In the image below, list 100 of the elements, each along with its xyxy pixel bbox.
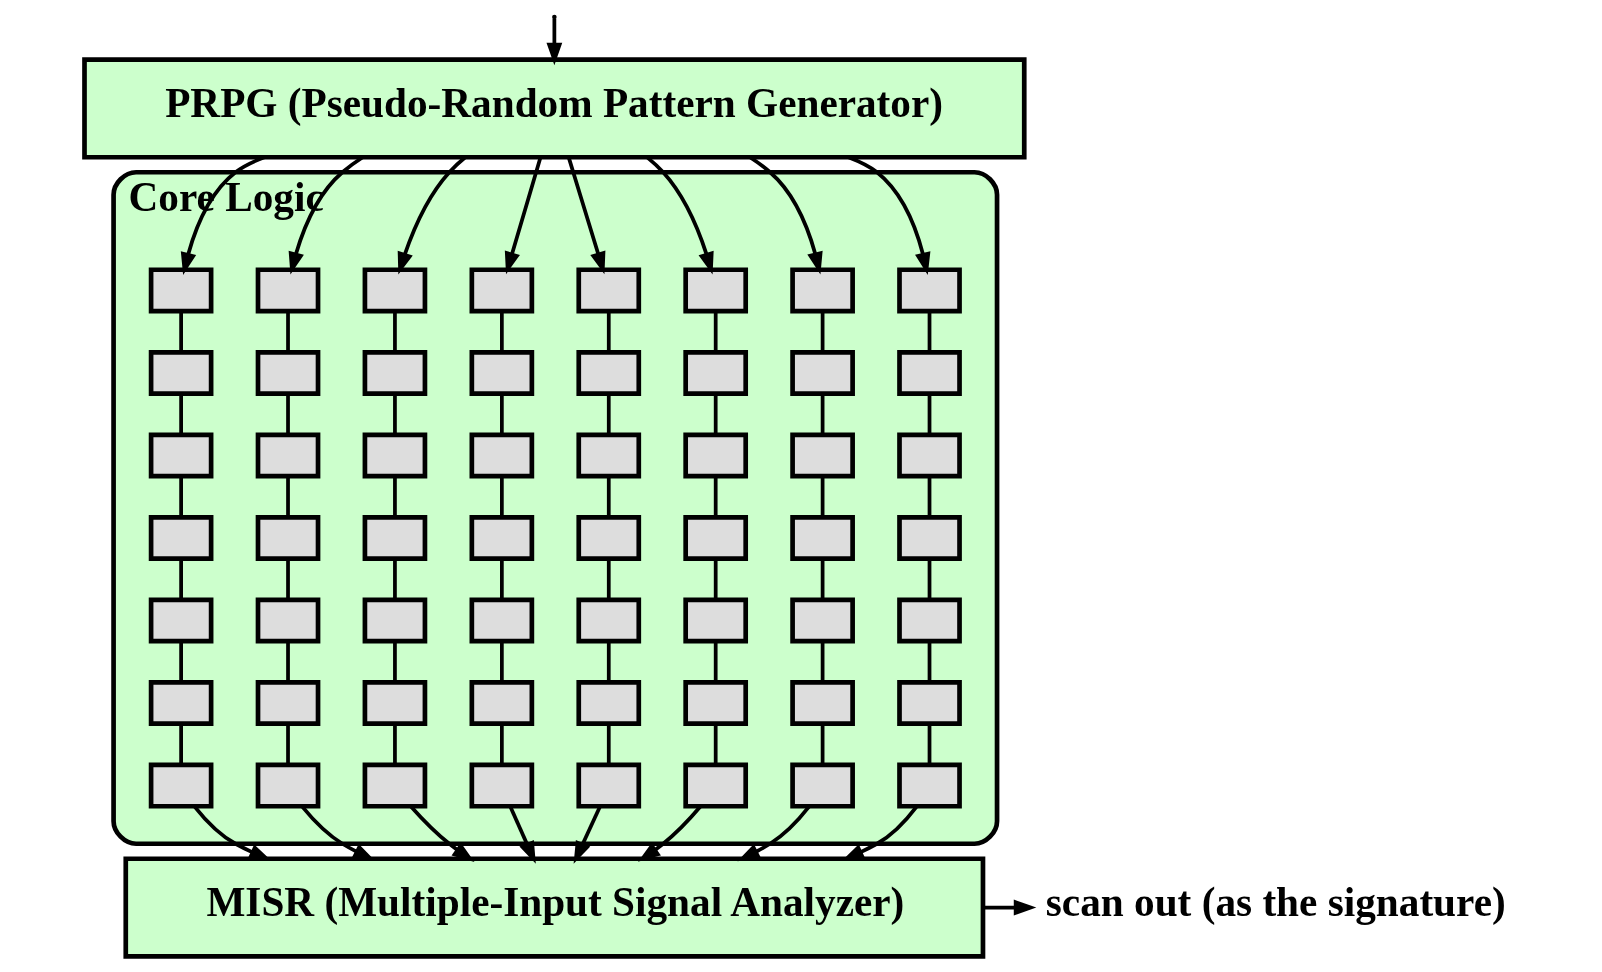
arrow xyxy=(573,805,602,864)
node-box xyxy=(682,349,748,396)
arrow xyxy=(736,805,810,862)
connector xyxy=(392,724,397,765)
node-box xyxy=(362,515,427,561)
node-box xyxy=(789,515,855,561)
node-box xyxy=(469,597,534,644)
node-box xyxy=(575,680,641,727)
arrow xyxy=(508,805,536,864)
connector xyxy=(820,558,824,600)
connector xyxy=(499,476,504,518)
connector xyxy=(927,641,931,683)
node-box xyxy=(896,680,962,727)
node-box xyxy=(362,597,427,644)
connector xyxy=(927,476,931,518)
connector xyxy=(927,393,931,435)
node-box xyxy=(362,762,427,809)
node-box xyxy=(789,267,855,314)
node-box xyxy=(575,267,641,314)
connector xyxy=(927,558,931,600)
connector xyxy=(285,558,290,600)
connector xyxy=(178,311,183,353)
node-box xyxy=(682,680,748,727)
node-box xyxy=(362,680,427,727)
node-box: PRPG (Pseudo-Random Pattern Generator) xyxy=(81,57,1027,160)
node-box xyxy=(789,680,855,727)
connector xyxy=(178,393,183,435)
connector xyxy=(820,476,824,518)
node-box xyxy=(469,349,534,396)
node-box xyxy=(148,680,213,727)
node-box xyxy=(255,349,320,396)
node-box xyxy=(896,515,962,561)
connector xyxy=(178,476,183,518)
node-box xyxy=(469,267,534,314)
node-box xyxy=(255,515,320,561)
node-box xyxy=(148,267,213,314)
arrow xyxy=(545,18,562,66)
connector xyxy=(606,393,611,435)
node-box xyxy=(575,515,641,561)
node-box xyxy=(148,349,213,396)
arrow xyxy=(566,157,605,275)
arrow xyxy=(637,805,702,862)
connector xyxy=(178,641,183,683)
connector xyxy=(713,393,718,435)
node-box xyxy=(148,762,213,809)
node-box xyxy=(682,267,748,314)
node-box xyxy=(148,515,213,561)
node-box xyxy=(148,597,213,644)
arrow xyxy=(982,899,1036,916)
connector xyxy=(499,311,504,353)
node-box xyxy=(575,349,641,396)
node-box xyxy=(896,432,962,479)
arrow xyxy=(504,157,542,275)
node-box xyxy=(575,762,641,809)
node-box xyxy=(789,762,855,809)
node-box xyxy=(469,432,534,479)
connector xyxy=(820,724,824,765)
node-box xyxy=(896,762,962,809)
node-box xyxy=(469,762,534,809)
connector xyxy=(178,724,183,765)
connector xyxy=(178,558,183,600)
node-box xyxy=(896,597,962,644)
node-box xyxy=(896,349,962,396)
node-box xyxy=(575,432,641,479)
connector xyxy=(499,558,504,600)
connector xyxy=(606,476,611,518)
connector xyxy=(392,558,397,600)
node-box xyxy=(789,432,855,479)
connector xyxy=(820,393,824,435)
connector xyxy=(713,558,718,600)
node-box xyxy=(682,515,748,561)
node-box xyxy=(469,680,534,727)
node-box xyxy=(682,597,748,644)
node-box xyxy=(789,597,855,644)
connector xyxy=(820,641,824,683)
connector xyxy=(392,311,397,353)
node-box xyxy=(575,597,641,644)
node-box xyxy=(469,515,534,561)
connector xyxy=(285,641,290,683)
connector xyxy=(713,724,718,765)
node-box xyxy=(362,267,427,314)
connector xyxy=(606,311,611,353)
connector xyxy=(392,393,397,435)
connector xyxy=(927,311,931,353)
connector xyxy=(285,393,290,435)
connector xyxy=(285,311,290,353)
node-box xyxy=(255,432,320,479)
connector xyxy=(820,311,824,353)
connector xyxy=(392,641,397,683)
node-box xyxy=(362,432,427,479)
node-box xyxy=(255,762,320,809)
connector xyxy=(285,476,290,518)
node-box xyxy=(255,267,320,314)
node-box: MISR (Multiple-Input Signal Analyzer) xyxy=(122,856,985,959)
connector xyxy=(499,393,504,435)
node-box xyxy=(255,597,320,644)
node-box xyxy=(789,349,855,396)
connector xyxy=(927,724,931,765)
connector xyxy=(606,641,611,683)
node-box xyxy=(255,680,320,727)
